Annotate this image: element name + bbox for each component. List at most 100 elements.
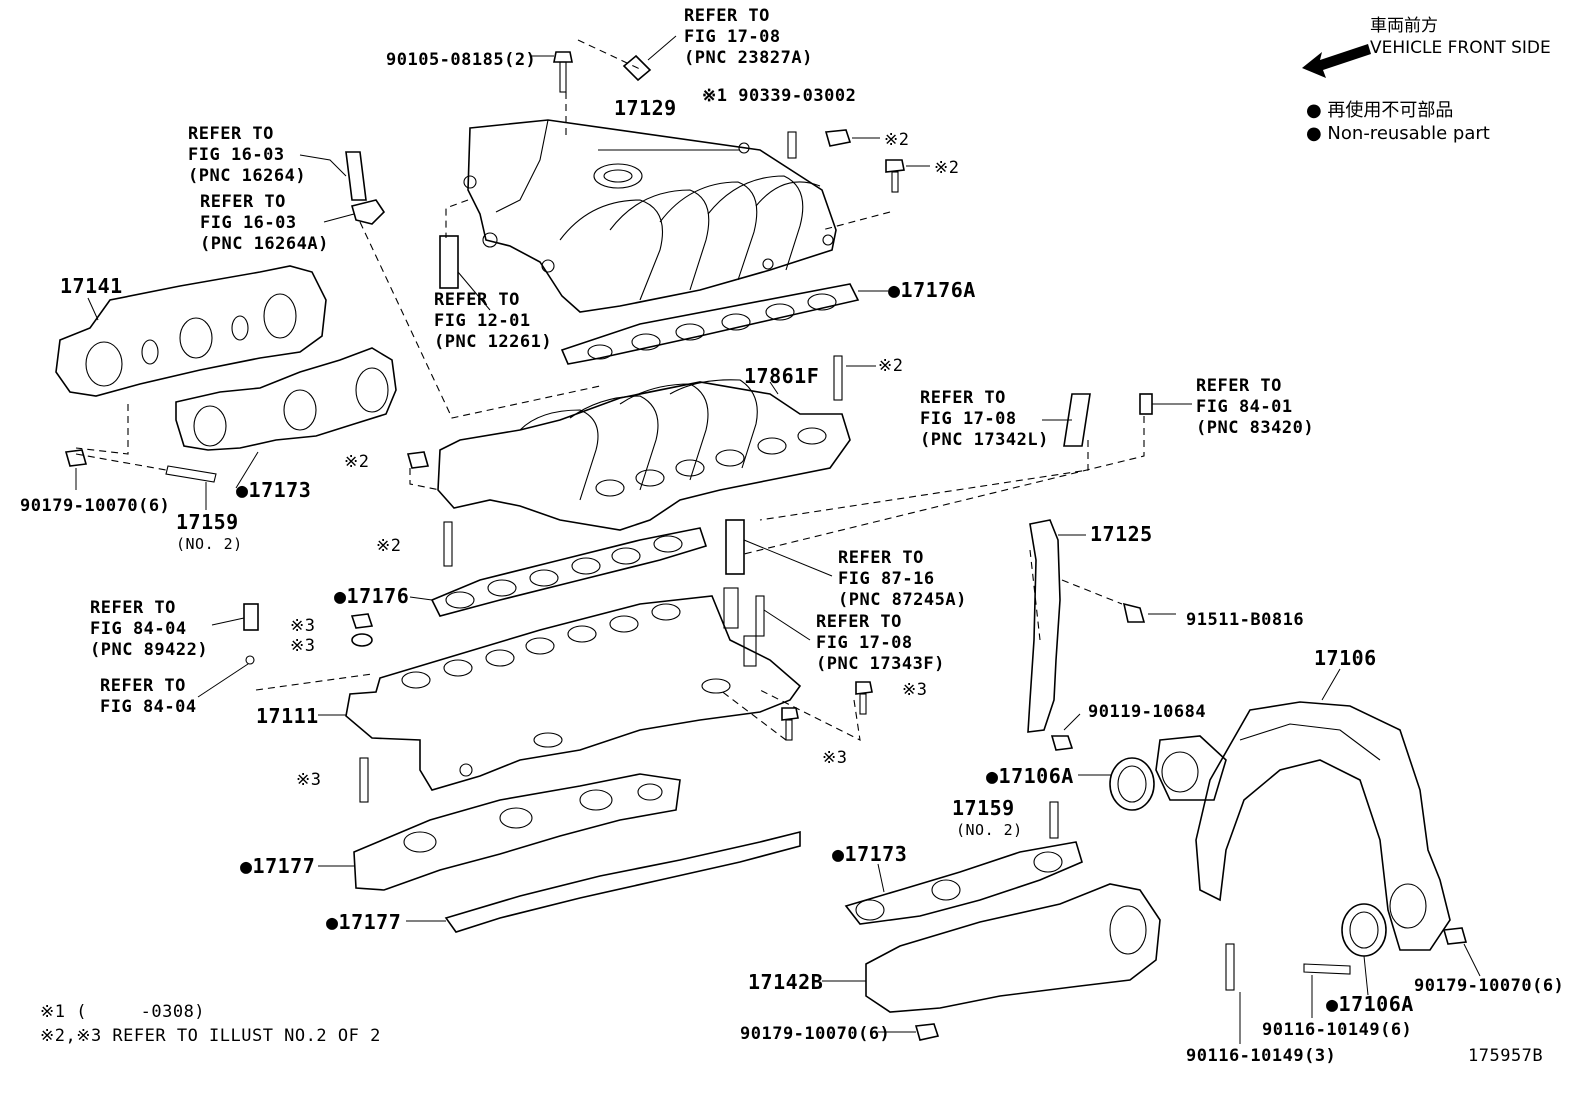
mark-3-b: ※3 [290,636,316,656]
intake-manifold-17861F[interactable] [437,379,851,531]
vehicle-front-ja: 車両前方 [1370,16,1438,36]
part-90179-b[interactable]: 90179-10070(6) [1414,976,1565,996]
part-90105[interactable]: 90105-08185(2) [386,50,537,70]
alignment-lines [75,39,1145,741]
intake-plenum-17129[interactable] [463,119,837,313]
mark-3-c: ※3 [902,680,928,700]
refer-23827A[interactable]: REFER TO FIG 17-08 (PNC 23827A) [684,6,813,68]
nut-90179-a-icon [64,449,88,490]
part-17861F[interactable]: 17861F [744,364,820,388]
gasket-17177-upper[interactable] [318,773,681,891]
hose-87245A-icon [725,519,833,577]
part-17142B[interactable]: 17142B [748,970,824,994]
mark-2-b: ※2 [934,158,960,178]
bolt-m2-icon [885,159,930,193]
bracket-17125[interactable] [1027,519,1086,733]
stud-17159-b-icon [1049,801,1059,839]
mark-2-d: ※2 [344,452,370,472]
refer-12261[interactable]: REFER TO FIG 12-01 (PNC 12261) [434,290,553,352]
part-17141[interactable]: 17141 [60,274,123,298]
refer-17343F[interactable]: REFER TO FIG 17-08 (PNC 17343F) [816,612,945,674]
mark-2-a: ※2 [884,130,910,150]
gasket-17177-lower[interactable] [406,830,801,933]
part-17159-a-sub: (NO. 2) [176,535,243,553]
part-17125[interactable]: 17125 [1090,522,1153,546]
figure-code: 175957B [1468,1046,1544,1066]
nut-m2-icon [824,129,880,147]
part-17176A[interactable]: ●17176A [888,278,976,302]
part-17129[interactable]: 17129 [614,96,677,120]
part-17106[interactable]: 17106 [1314,646,1377,670]
sensor-83420-icon [1139,393,1192,415]
crossover-pipe-17106[interactable] [1155,668,1451,951]
part-90116-a[interactable]: 90116-10149(6) [1262,1020,1413,1040]
refer-89422[interactable]: REFER TO FIG 84-04 (PNC 89422) [90,598,209,660]
part-17173-right[interactable]: ●17173 [832,842,908,866]
refer-83420[interactable]: REFER TO FIG 84-01 (PNC 83420) [1196,376,1315,438]
hose-16264-icon [299,151,386,225]
vehicle-front-arrow-icon [1302,44,1371,78]
part-17173-left[interactable]: ●17173 [236,478,312,502]
bolt-m3-a-icon [855,681,873,715]
hose-23827A-icon [622,35,677,82]
mark-3-d: ※3 [822,748,848,768]
refer-8404[interactable]: REFER TO FIG 84-04 [100,676,197,717]
mark-3-e: ※3 [296,770,322,790]
stud-m2-a-icon [833,355,876,401]
gasket-17173-right[interactable] [844,841,1083,925]
legend-en: ● Non-reusable part [1306,123,1490,144]
part-17111[interactable]: 17111 [256,704,319,728]
gasket-17173-left[interactable] [175,347,397,489]
stud-90116-b-icon [1225,943,1241,1044]
mark-2-c: ※2 [878,356,904,376]
mark-3-a: ※3 [290,616,316,636]
vehicle-front-en: VEHICLE FRONT SIDE [1370,38,1551,58]
bolt-90119-icon [1050,713,1081,751]
footnote-2: ※2,※3 REFER TO ILLUST NO.2 OF 2 [40,1026,381,1046]
hose-17342L-icon [1042,393,1091,447]
part-17159-a[interactable]: 17159 [176,510,239,534]
part-90116-b[interactable]: 90116-10149(3) [1186,1046,1337,1066]
gasket-17106A-lower[interactable] [1341,903,1387,996]
part-90339[interactable]: ※1 90339-03002 [702,86,857,106]
hose-12261-icon [439,235,491,311]
sensor-89422-icon [197,603,259,698]
gasket-17176A[interactable] [560,283,888,365]
refer-16264A[interactable]: REFER TO FIG 16-03 (PNC 16264A) [200,192,329,254]
bolt-m3-b-icon [781,707,799,741]
nut-m2-b-icon [406,451,430,469]
heat-insulator-17141[interactable] [55,265,327,397]
lower-intake-17111[interactable] [318,587,802,791]
refer-16264[interactable]: REFER TO FIG 16-03 (PNC 16264) [188,124,307,186]
part-17176[interactable]: ●17176 [334,584,410,608]
heat-insulator-17142B[interactable] [822,883,1161,1013]
part-17106A-lower[interactable]: ●17106A [1326,992,1414,1016]
refer-17342L[interactable]: REFER TO FIG 17-08 (PNC 17342L) [920,388,1049,450]
gasket-17106A-upper[interactable] [1078,757,1155,811]
part-90179-c[interactable]: 90179-10070(6) [740,1024,891,1044]
footnote-1: ※1 ( -0308) [40,1002,206,1022]
part-17106A-upper[interactable]: ●17106A [986,764,1074,788]
nut-90179-b-icon [1442,927,1481,977]
nut-90179-c-icon [878,1023,940,1041]
part-17177-lower[interactable]: ●17177 [326,910,402,934]
part-90119[interactable]: 90119-10684 [1088,702,1207,722]
part-90179-a[interactable]: 90179-10070(6) [20,496,171,516]
gasket-17176[interactable] [409,527,708,617]
stud-90339-icon [787,131,797,159]
nut-m3-icon [350,613,374,647]
stud-90116-a-icon [1303,963,1351,1018]
bolt-90105-icon [530,51,573,93]
part-17159-b-sub: (NO. 2) [956,821,1023,839]
legend-ja: ● 再使用不可部品 [1306,100,1454,121]
stud-17159-a-icon [165,465,217,510]
refer-87245A[interactable]: REFER TO FIG 87-16 (PNC 87245A) [838,548,967,610]
part-91511[interactable]: 91511-B0816 [1186,610,1305,630]
part-17159-b[interactable]: 17159 [952,796,1015,820]
hose-17343F-icon [755,595,811,641]
bolt-91511-icon [1122,602,1176,623]
part-17177-upper[interactable]: ●17177 [240,854,316,878]
mark-2-e: ※2 [376,536,402,556]
stud-m2-c-icon [443,521,453,567]
